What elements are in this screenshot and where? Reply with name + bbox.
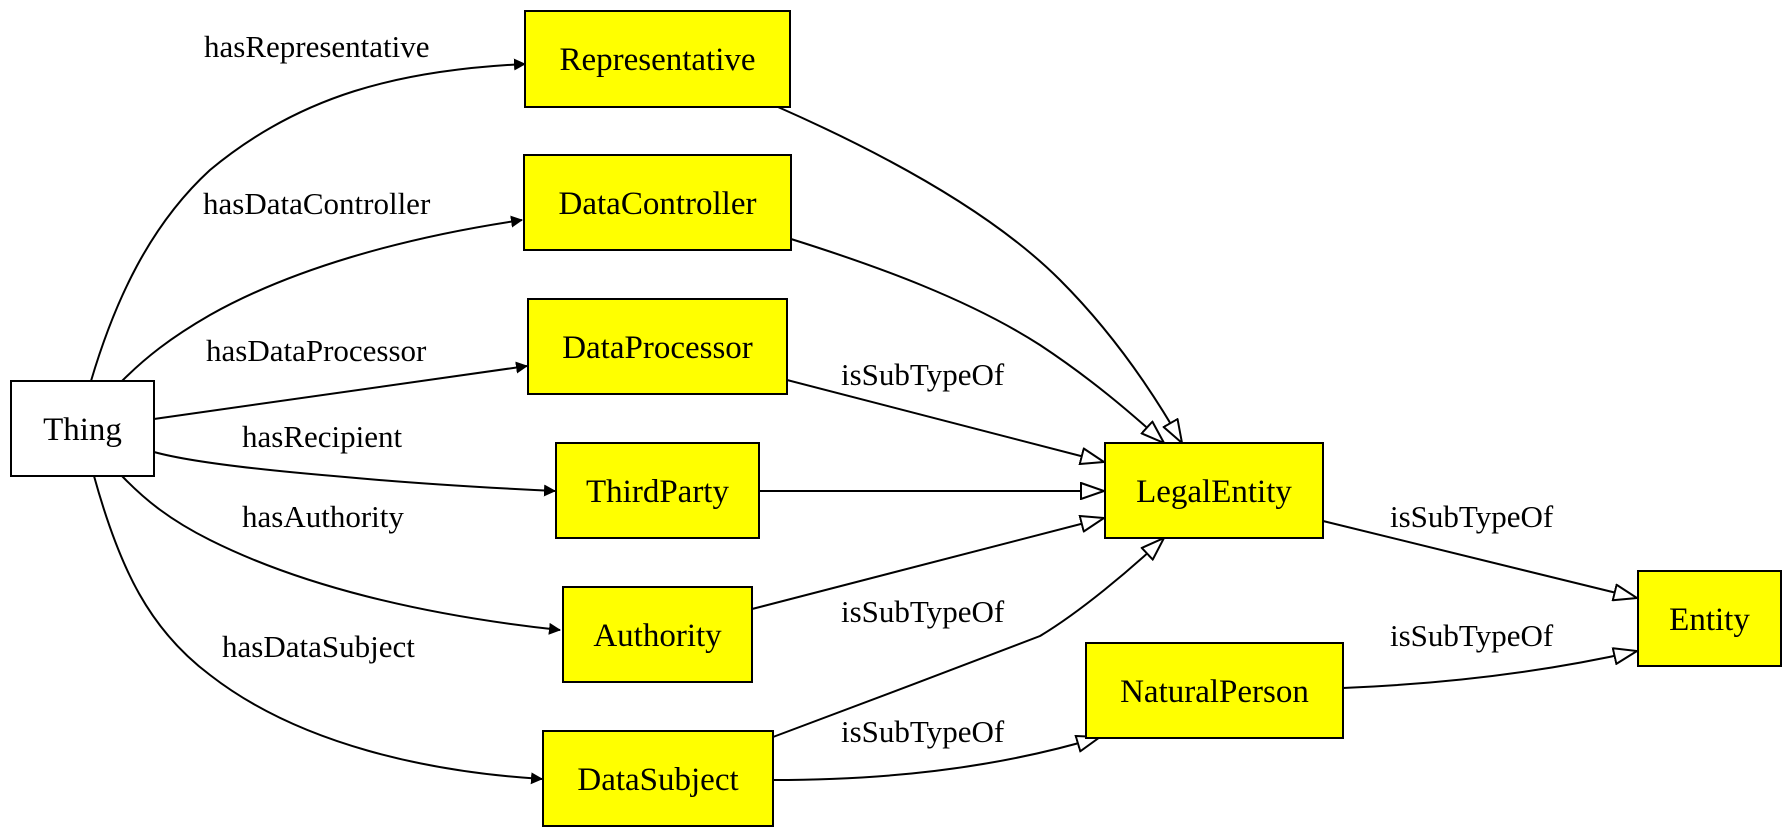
edge-has-data-subject-label: hasDataSubject <box>222 629 415 664</box>
edge-datacontroller-subtype-line <box>790 238 1164 443</box>
edge-has-representative-line <box>90 58 526 382</box>
edge-legalentity-subtype-line <box>1322 520 1637 598</box>
edge-has-representative-label: hasRepresentative <box>204 29 430 64</box>
edge-naturalperson-subtype-label: isSubTypeOf <box>1390 618 1554 653</box>
node-authority-box <box>562 586 753 683</box>
node-representative[interactable]: Representative <box>524 10 791 108</box>
edge-has-recipient-label: hasRecipient <box>242 419 403 454</box>
node-thirdparty-box <box>555 442 760 539</box>
edge-authority-subtype: isSubTypeOf <box>751 518 1104 629</box>
node-legalentity-box <box>1104 442 1324 539</box>
edge-has-data-controller-label: hasDataController <box>203 186 431 221</box>
edge-naturalperson-subtype: isSubTypeOf <box>1342 618 1637 689</box>
edge-has-data-processor-line <box>153 361 528 420</box>
edge-has-authority: hasAuthority <box>121 475 561 635</box>
edge-has-data-subject: hasDataSubject <box>93 475 543 785</box>
edge-datasubject-naturalperson-subtype: isSubTypeOf <box>772 714 1100 781</box>
edge-has-data-processor-label: hasDataProcessor <box>206 333 427 368</box>
node-datasubject-box <box>542 730 774 827</box>
edge-legalentity-subtype: isSubTypeOf <box>1322 499 1637 598</box>
edge-representative-subtype <box>777 106 1182 443</box>
node-datasubject[interactable]: DataSubject <box>542 730 774 827</box>
node-naturalperson-label: NaturalPerson <box>1120 674 1309 710</box>
node-thing-box <box>10 380 155 477</box>
edge-datasubject-naturalperson-subtype-label: isSubTypeOf <box>841 714 1005 749</box>
node-entity-box <box>1637 570 1782 667</box>
node-legalentity[interactable]: LegalEntity <box>1104 442 1324 539</box>
node-representative-label: Representative <box>559 42 755 78</box>
edge-has-recipient: hasRecipient <box>153 419 556 497</box>
node-datasubject-label: DataSubject <box>577 762 738 798</box>
node-entity[interactable]: Entity <box>1637 570 1782 667</box>
node-dataprocessor[interactable]: DataProcessor <box>527 298 788 395</box>
node-naturalperson-box <box>1085 642 1344 739</box>
edge-authority-subtype-label: isSubTypeOf <box>841 594 1005 629</box>
edge-authority-subtype-line <box>751 518 1104 610</box>
node-dataprocessor-label: DataProcessor <box>562 330 753 366</box>
node-naturalperson[interactable]: NaturalPerson <box>1085 642 1344 739</box>
node-thing[interactable]: Thing <box>10 380 155 477</box>
edge-dataprocessor-subtype-line <box>786 379 1104 462</box>
edge-has-data-controller: hasDataController <box>121 186 523 382</box>
edge-datasubject-naturalperson-subtype-line <box>772 737 1100 781</box>
node-thirdparty[interactable]: ThirdParty <box>555 442 760 539</box>
edge-datasubject-legalentity-subtype <box>772 538 1164 738</box>
edge-datasubject-legalentity-subtype-line <box>772 538 1164 738</box>
edge-has-representative: hasRepresentative <box>90 29 526 382</box>
node-representative-box <box>524 10 791 108</box>
edge-dataprocessor-subtype: isSubTypeOf <box>786 357 1104 462</box>
edge-representative-subtype-line <box>777 106 1182 443</box>
node-entity-label: Entity <box>1669 602 1750 638</box>
node-dataprocessor-box <box>527 298 788 395</box>
node-datacontroller-box <box>523 154 792 251</box>
edge-naturalperson-subtype-line <box>1342 651 1637 689</box>
edge-has-data-processor: hasDataProcessor <box>153 333 528 420</box>
node-authority-label: Authority <box>593 618 722 654</box>
node-datacontroller[interactable]: DataController <box>523 154 792 251</box>
edge-legalentity-subtype-label: isSubTypeOf <box>1390 499 1554 534</box>
edge-has-authority-label: hasAuthority <box>242 499 404 534</box>
node-thirdparty-label: ThirdParty <box>586 474 729 510</box>
edge-has-authority-line <box>121 475 561 635</box>
node-legalentity-label: LegalEntity <box>1136 474 1292 510</box>
edge-has-data-controller-line <box>121 215 523 382</box>
node-thing-label: Thing <box>43 412 122 448</box>
edge-datacontroller-subtype <box>790 238 1164 443</box>
node-authority[interactable]: Authority <box>562 586 753 683</box>
edge-has-recipient-line <box>153 451 556 497</box>
edge-has-data-subject-line <box>93 475 543 785</box>
node-datacontroller-label: DataController <box>559 186 757 222</box>
edge-dataprocessor-subtype-label: isSubTypeOf <box>841 357 1005 392</box>
